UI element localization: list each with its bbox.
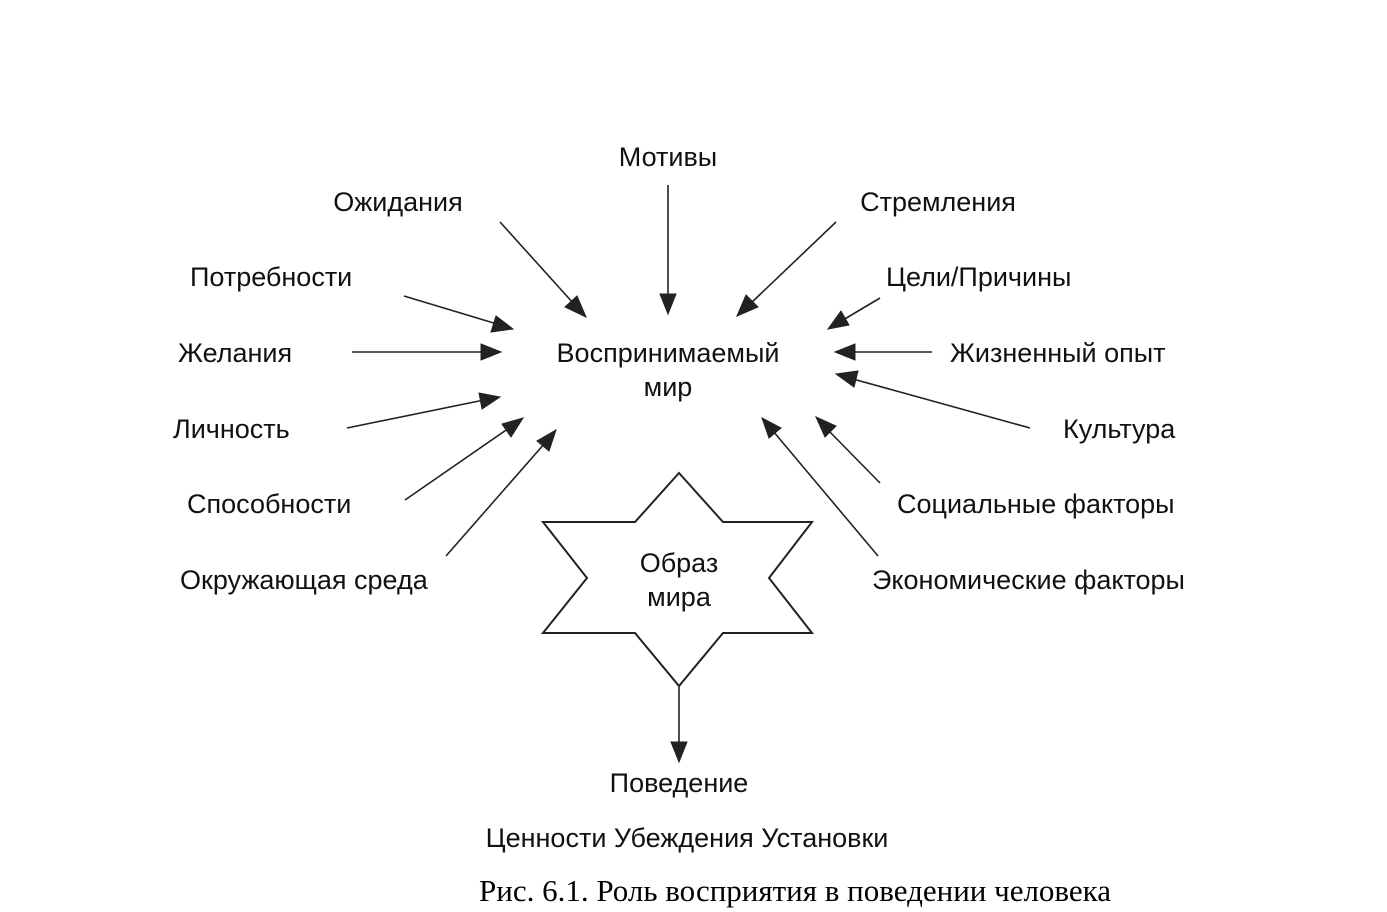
arrow-aspirations	[736, 221, 837, 317]
arrow-culture	[834, 370, 1031, 429]
arrow-motives	[659, 185, 677, 316]
arrow-behavior	[670, 686, 688, 764]
arrow-personality	[346, 392, 502, 429]
factor-desires: Желания	[178, 338, 292, 368]
arrow-expectations	[499, 221, 587, 319]
factor-goals: Цели/Причины	[886, 262, 1071, 292]
factor-environment: Окружающая среда	[180, 565, 429, 595]
arrow-desires	[352, 343, 503, 361]
factor-culture: Культура	[1063, 414, 1176, 444]
arrow-environment	[445, 428, 557, 557]
star-label-line2: мира	[647, 582, 712, 612]
center-label-line2: мир	[644, 372, 693, 402]
center-node: Воспринимаемый мир	[557, 338, 780, 402]
figure-caption: Рис. 6.1. Роль восприятия в поведении че…	[479, 873, 1111, 908]
world-image-star: Образ мира	[540, 471, 815, 688]
factor-economic: Экономические факторы	[872, 565, 1185, 595]
factor-needs: Потребности	[190, 262, 352, 292]
values-beliefs-attitudes: Ценности Убеждения Установки	[486, 823, 889, 853]
arrow-social	[815, 416, 881, 484]
factor-life-experience: Жизненный опыт	[950, 338, 1166, 368]
factor-abilities: Способности	[187, 489, 351, 519]
factor-expectations: Ожидания	[333, 187, 463, 217]
arrow-economic	[761, 416, 879, 557]
star-label-line1: Образ	[640, 548, 719, 578]
factor-personality: Личность	[173, 414, 290, 444]
factor-aspirations: Стремления	[860, 187, 1016, 217]
arrow-life-experience	[833, 343, 932, 361]
center-label-line1: Воспринимаемый	[557, 338, 780, 368]
factor-social: Социальные факторы	[897, 489, 1175, 519]
arrow-needs	[403, 295, 515, 333]
behavior-label: Поведение	[610, 768, 749, 798]
arrow-goals	[826, 297, 881, 330]
factor-motives: Мотивы	[619, 142, 717, 172]
arrow-abilities	[404, 417, 525, 501]
